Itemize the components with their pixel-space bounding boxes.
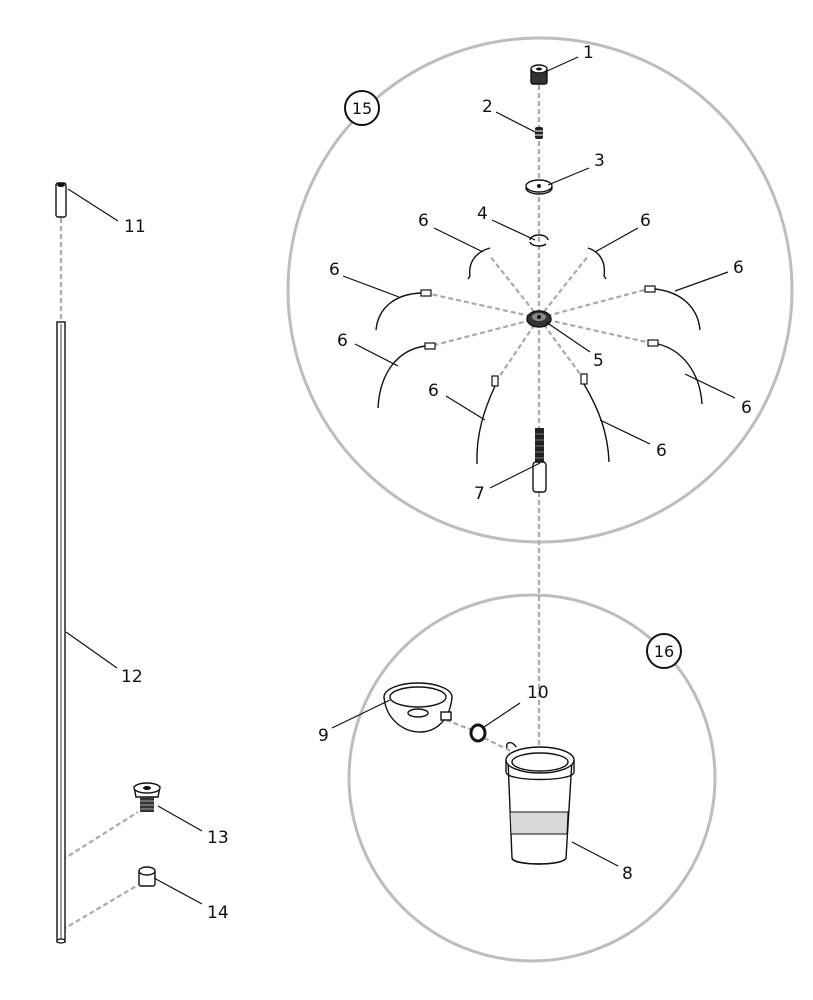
part-11-rod-tip <box>55 182 67 218</box>
callout-15: 15 <box>344 90 380 126</box>
part-8-cup <box>505 741 575 865</box>
label-part-6-right-upper: 6 <box>733 258 744 278</box>
label-part-13: 13 <box>207 828 229 848</box>
part-1-cap-nut <box>530 64 548 85</box>
label-part-6-upper-right: 6 <box>640 211 651 231</box>
label-part-9: 9 <box>318 726 329 746</box>
assembly-lines <box>59 85 652 931</box>
part-13-threaded-plug <box>133 782 161 812</box>
label-part-4: 4 <box>477 204 488 224</box>
part-labels: 1 2 3 4 6 6 6 6 6 6 6 6 5 7 8 9 10 11 12… <box>121 43 752 923</box>
leader-lines <box>65 56 736 905</box>
label-part-12: 12 <box>121 667 143 687</box>
group-circle-16 <box>347 593 717 963</box>
part-2-screw <box>535 127 543 139</box>
part-12-rod <box>56 321 66 944</box>
part-14-end-cap <box>138 866 156 887</box>
label-part-6-right-lower: 6 <box>656 441 667 461</box>
part-7-threaded-stem <box>532 428 547 493</box>
callout-16-text: 16 <box>654 642 674 661</box>
label-part-6-right-mid: 6 <box>741 398 752 418</box>
label-part-6-left-lower: 6 <box>428 381 439 401</box>
label-part-1: 1 <box>583 43 594 63</box>
part-3-washer <box>525 179 553 195</box>
label-part-6-left-mid: 6 <box>337 331 348 351</box>
part-10-o-ring <box>469 723 487 743</box>
label-part-6-left-upper: 6 <box>329 260 340 280</box>
part-9-bowl <box>383 682 453 733</box>
callout-16: 16 <box>646 633 682 669</box>
label-part-3: 3 <box>594 151 605 171</box>
label-part-5: 5 <box>593 351 604 371</box>
label-part-2: 2 <box>482 97 493 117</box>
label-part-10: 10 <box>527 683 549 703</box>
label-part-14: 14 <box>207 903 229 923</box>
label-part-8: 8 <box>622 864 633 884</box>
part-5-hub <box>526 310 552 328</box>
label-part-7: 7 <box>474 484 485 504</box>
label-part-6-upper-left: 6 <box>418 211 429 231</box>
callout-15-text: 15 <box>352 99 372 118</box>
label-part-11: 11 <box>124 217 146 237</box>
